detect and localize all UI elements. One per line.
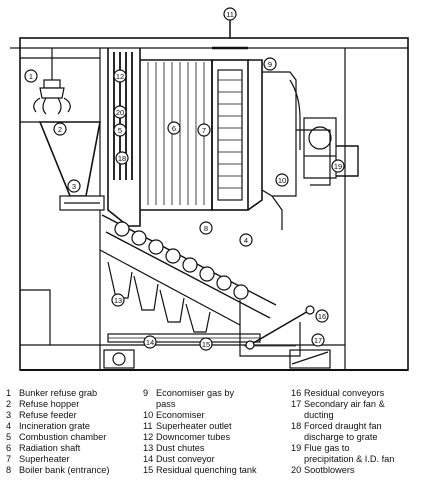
callout-17: 17 — [311, 333, 325, 347]
callout-label-6: 6 — [172, 124, 176, 133]
callout-label-11: 11 — [226, 10, 234, 19]
forced-draught-fan — [103, 349, 135, 369]
economiser-ducting — [247, 59, 337, 230]
callout-label-8: 8 — [204, 224, 208, 233]
callout-label-1: 1 — [29, 72, 33, 81]
callout-label-14: 14 — [146, 338, 154, 347]
dust-conveyor — [107, 333, 261, 343]
refuse-feeder — [59, 195, 105, 211]
callout-19: 19 — [331, 159, 345, 173]
incinerator-boiler-diagram: 1 2 3 4 5 6 7 8 9 10 11 12 13 14 15 16 1… — [10, 7, 409, 371]
callout-3: 3 — [67, 179, 81, 193]
callout-14: 14 — [143, 335, 157, 349]
legend-item-19-cont: precipitation & I.D. fan — [304, 454, 395, 464]
callout-label-15: 15 — [202, 340, 210, 349]
building-frame — [10, 8, 409, 371]
legend-item-9-cont: pass — [156, 399, 176, 409]
callout-15: 15 — [199, 337, 213, 351]
flue-gas-outlet — [296, 129, 359, 186]
callout-label-16: 16 — [318, 312, 326, 321]
callout-label-9: 9 — [268, 60, 272, 69]
callout-16: 16 — [315, 309, 329, 323]
callout-label-5: 5 — [118, 126, 122, 135]
legend-item-17-cont: ducting — [304, 410, 334, 420]
callout-2: 2 — [53, 122, 67, 136]
superheater-boiler-bank — [211, 46, 249, 211]
callout-label-17: 17 — [314, 336, 322, 345]
callout-label-4: 4 — [244, 236, 248, 245]
callout-11: 11 — [223, 7, 237, 21]
callout-label-20: 20 — [116, 108, 124, 117]
residual-conveyors — [245, 305, 315, 350]
callout-label-13: 13 — [114, 296, 122, 305]
callout-6: 6 — [167, 121, 181, 135]
callout-13: 13 — [111, 293, 125, 307]
callout-1: 1 — [24, 69, 38, 83]
secondary-air-fan — [289, 349, 331, 369]
bunker-refuse-grab — [20, 48, 100, 115]
air-duct — [20, 289, 51, 345]
callout-label-7: 7 — [202, 126, 206, 135]
callout-8: 8 — [199, 221, 213, 235]
callout-label-10: 10 — [278, 176, 286, 185]
callout-label-12: 12 — [116, 72, 124, 81]
dust-chutes — [107, 261, 211, 333]
callout-12: 12 — [113, 69, 127, 83]
callout-4: 4 — [239, 233, 253, 247]
callout-5: 5 — [113, 123, 127, 137]
callout-label-18: 18 — [118, 154, 126, 163]
callout-7: 7 — [197, 123, 211, 137]
callout-20: 20 — [113, 105, 127, 119]
callout-label-19: 19 — [334, 162, 342, 171]
callout-10: 10 — [275, 173, 289, 187]
callout-label-2: 2 — [58, 125, 62, 134]
callout-markers: 1 2 3 4 5 6 7 8 9 10 11 12 13 14 15 16 1… — [24, 7, 345, 351]
legend-item-18-cont: discharge to grate — [304, 432, 378, 442]
callout-18: 18 — [115, 151, 129, 165]
callout-label-3: 3 — [72, 182, 76, 191]
callout-9: 9 — [263, 57, 277, 71]
incineration-grate — [99, 214, 277, 326]
